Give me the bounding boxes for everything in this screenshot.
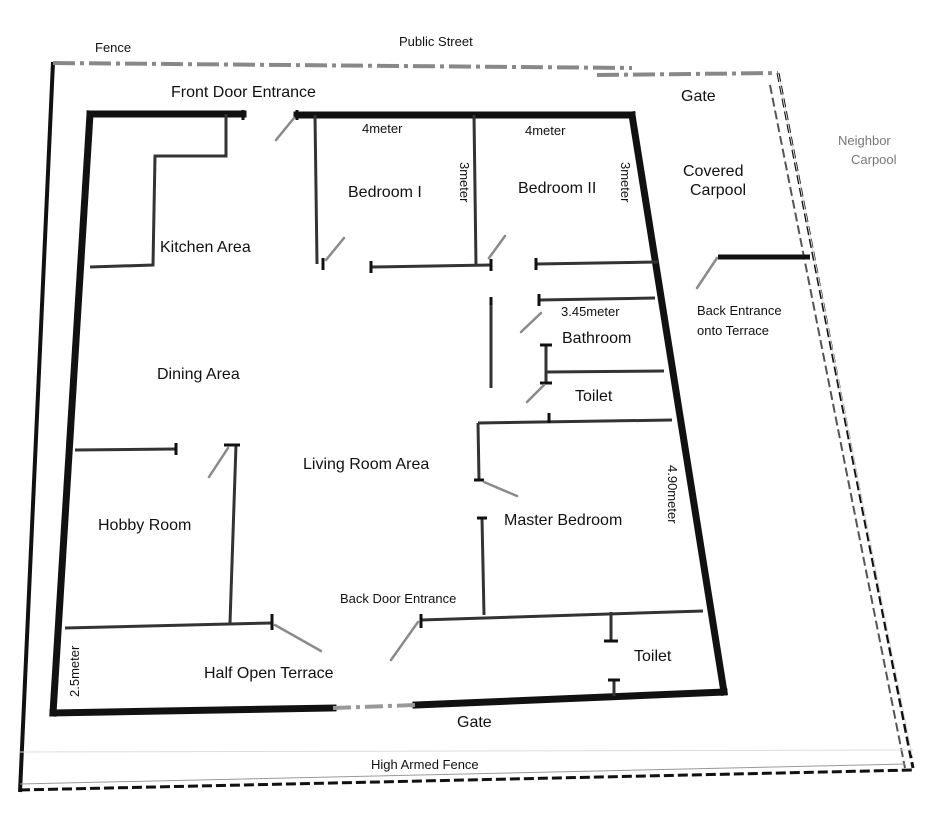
left-fence-line bbox=[18, 61, 55, 793]
right-wall bbox=[627, 110, 729, 697]
bedroom-divider-wall bbox=[472, 114, 478, 267]
back-entrance-label-line1: Back Entrance bbox=[697, 303, 782, 318]
high-armed-fence-label: High Armed Fence bbox=[371, 757, 479, 772]
bedroom1-door-swing bbox=[324, 236, 346, 262]
wall-end-caps bbox=[174, 110, 620, 682]
bedroom1-left-wall bbox=[313, 114, 319, 265]
terrace-door-swing bbox=[273, 623, 323, 653]
master-left-wall-lower bbox=[480, 517, 486, 616]
hobby-top-wall bbox=[74, 447, 177, 452]
back-entrance-door-swing bbox=[695, 256, 719, 290]
covered-carpool-label-line2: Carpool bbox=[690, 182, 746, 199]
bedroom1-depth-label: 3meter bbox=[457, 162, 472, 203]
public-street-label: Public Street bbox=[399, 34, 473, 49]
covered-carpool-label-line1: Covered bbox=[683, 163, 743, 180]
terrace-top-wall bbox=[64, 621, 273, 630]
bathroom-top-wall bbox=[538, 296, 656, 302]
upper-toilet-label: Toilet bbox=[575, 388, 613, 405]
outer-walls bbox=[49, 110, 729, 717]
bottom-fence-line bbox=[19, 768, 914, 792]
street-edge-line bbox=[19, 749, 914, 753]
property-fence bbox=[18, 61, 915, 793]
bottom-gate-label: Gate bbox=[457, 714, 492, 731]
master-bedroom-label: Master Bedroom bbox=[504, 512, 622, 529]
kitchen-wall bbox=[89, 114, 228, 269]
toilet-door-swing bbox=[525, 383, 546, 404]
door-swings bbox=[207, 116, 719, 662]
bottom-fence-line-inner bbox=[19, 763, 906, 785]
bathroom-bottom-wall bbox=[545, 369, 665, 374]
front-door-entrance-label: Front Door Entrance bbox=[171, 84, 316, 101]
bedroom1-label: Bedroom I bbox=[348, 184, 422, 201]
hobby-door-swing bbox=[207, 446, 230, 479]
neighbor-label-line1: Neighbor bbox=[838, 133, 891, 148]
hobby-room-label: Hobby Room bbox=[98, 517, 191, 534]
neighbor-label-line2: Carpool bbox=[851, 152, 897, 167]
bedroom2-label: Bedroom II bbox=[518, 180, 596, 197]
labels: Fence Public Street Front Door Entrance … bbox=[67, 34, 897, 772]
living-room-area-label: Living Room Area bbox=[303, 456, 429, 473]
master-bedroom-depth-label: 4.90meter bbox=[665, 465, 680, 524]
half-open-terrace-label: Half Open Terrace bbox=[204, 665, 334, 682]
bathroom-door-swing bbox=[519, 311, 543, 334]
master-door-swing bbox=[482, 480, 519, 498]
terrace-depth-label: 2.5meter bbox=[67, 645, 82, 697]
master-top-wall bbox=[477, 418, 673, 425]
back-door-swing bbox=[389, 620, 420, 662]
bedroom2-bottom-wall bbox=[535, 260, 659, 266]
bathroom-width-label: 3.45meter bbox=[561, 304, 620, 319]
interior-walls bbox=[64, 114, 810, 696]
front-door-swing bbox=[274, 116, 296, 142]
dining-area-label: Dining Area bbox=[157, 366, 240, 383]
top-gate-label: Gate bbox=[681, 88, 716, 105]
hobby-right-wall bbox=[228, 444, 238, 624]
bathroom-label: Bathroom bbox=[562, 330, 631, 347]
bottom-wall-right bbox=[412, 688, 728, 709]
fence-label: Fence bbox=[95, 40, 131, 55]
bedroom2-width-label: 4meter bbox=[525, 123, 566, 138]
bottom-gate-line bbox=[332, 703, 417, 710]
back-door-entrance-label: Back Door Entrance bbox=[340, 591, 456, 606]
top-fence-line bbox=[52, 61, 633, 70]
kitchen-area-label: Kitchen Area bbox=[160, 239, 251, 256]
master-left-wall-upper bbox=[476, 422, 481, 481]
lower-toilet-label: Toilet bbox=[634, 648, 672, 665]
bedrooms-bottom-wall bbox=[370, 263, 492, 269]
neighbor-edge-line bbox=[777, 72, 913, 756]
top-gate-line bbox=[596, 71, 779, 77]
bedroom2-door-swing bbox=[487, 234, 507, 260]
bedroom2-depth-label: 3meter bbox=[618, 162, 633, 203]
right-fence-line-inner bbox=[769, 84, 906, 769]
back-entrance-label-line2: onto Terrace bbox=[697, 323, 769, 338]
master-bottom-wall bbox=[420, 609, 704, 622]
left-wall bbox=[49, 110, 94, 717]
bedroom1-width-label: 4meter bbox=[362, 121, 403, 136]
bottom-wall-left bbox=[49, 704, 337, 717]
